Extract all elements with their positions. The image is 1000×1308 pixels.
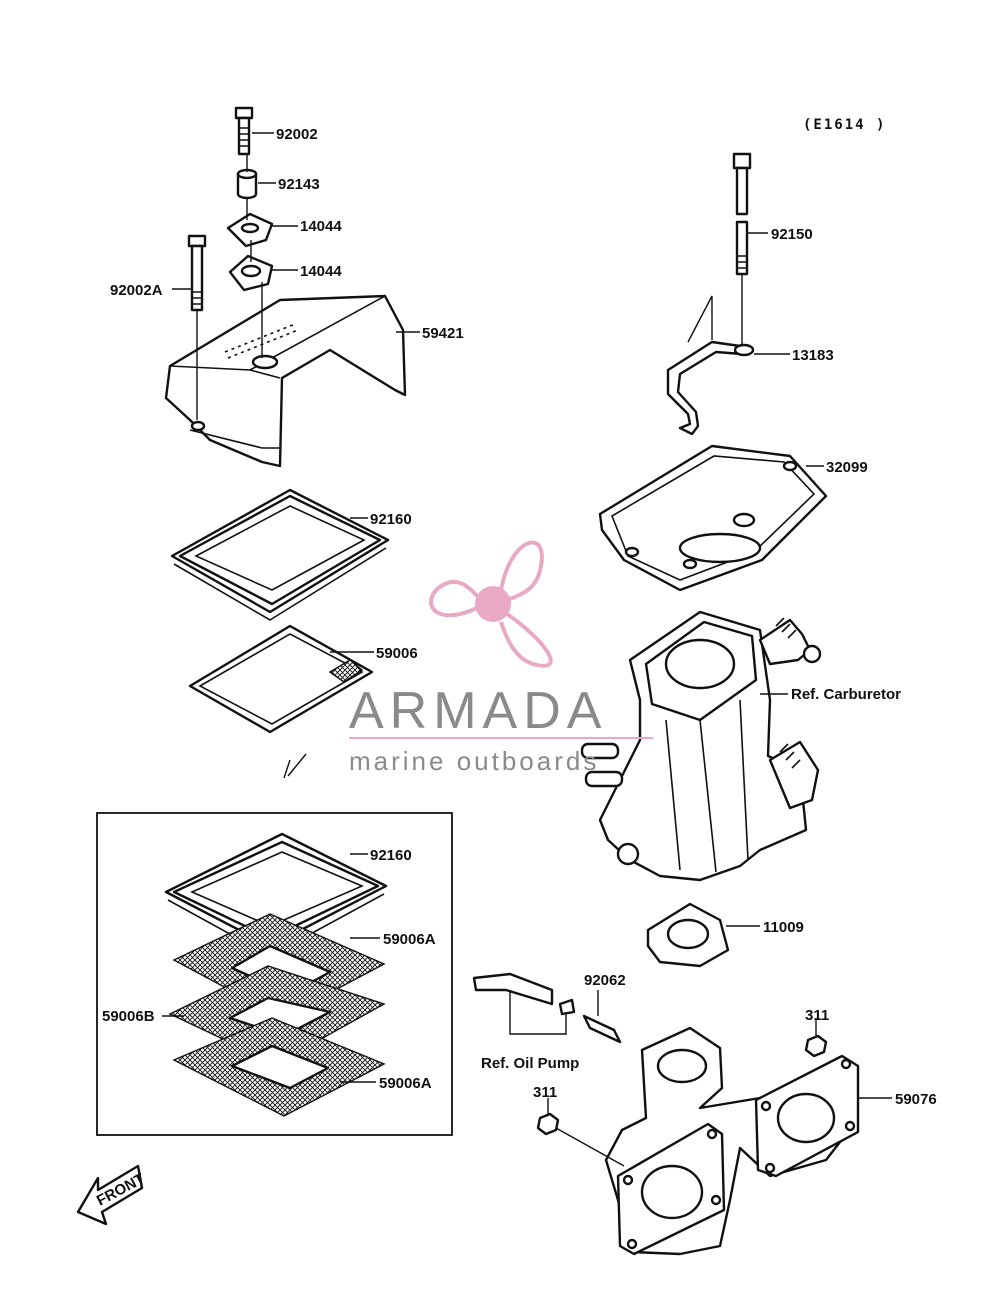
gasket-92160-b: [164, 832, 388, 957]
label-92002A: 92002A: [110, 282, 163, 299]
label-92160-a: 92160: [370, 511, 412, 528]
clamp-14044-a: [226, 212, 274, 248]
bolt-92002: [234, 106, 254, 156]
label-311-b: 311: [533, 1084, 557, 1101]
watermark: ARMADA marine outboards: [349, 540, 653, 776]
collar-92143: [236, 168, 258, 200]
manifold-59076: [604, 1026, 860, 1256]
label-13183: 13183: [792, 347, 834, 364]
clamp-14044-b: [228, 254, 274, 292]
watermark-tagline: marine outboards: [349, 746, 599, 776]
nut-311-b: [536, 1112, 625, 1167]
filter-59006: [188, 624, 374, 734]
screen-kit-box: [96, 812, 453, 1136]
nut-311-a: [804, 1034, 828, 1058]
label-59076: 59076: [895, 1091, 937, 1108]
screen-59006A-b: [172, 1017, 386, 1117]
check-mark: [283, 753, 307, 779]
labels: 92002 92143 14044 14044 92002A 59421 921…: [102, 117, 937, 1108]
label-311-a: 311: [805, 1007, 829, 1024]
cover-59421: [164, 294, 407, 468]
gasket-11009: [646, 902, 730, 968]
label-59006A-b: 59006A: [379, 1075, 432, 1092]
bowl-32099: [598, 444, 828, 592]
check-mark-right: [687, 295, 713, 343]
label-92143: 92143: [278, 176, 320, 193]
label-59421: 59421: [422, 325, 464, 342]
label-ref-carburetor: Ref. Carburetor: [791, 686, 901, 703]
watermark-brand: ARMADA: [349, 682, 607, 740]
label-14044-b: 14044: [300, 263, 342, 280]
label-59006: 59006: [376, 645, 418, 662]
propeller-icon: [429, 540, 553, 668]
fitting-92062: [582, 990, 622, 1044]
oil-pump-hose: [472, 972, 576, 1035]
diagram-code: (E1614 ): [803, 117, 886, 133]
bolt-92002A: [187, 234, 207, 312]
label-92062: 92062: [584, 972, 626, 989]
label-32099: 32099: [826, 459, 868, 476]
label-92160-b: 92160: [370, 847, 412, 864]
label-59006A-a: 59006A: [383, 931, 436, 948]
watermark-rule: [349, 737, 653, 739]
carburetor-body: [580, 610, 822, 882]
front-arrow: FRONT: [76, 1164, 148, 1226]
label-14044-a: 14044: [300, 218, 342, 235]
bolt-92150: [732, 152, 752, 276]
label-59006B: 59006B: [102, 1008, 155, 1025]
label-ref-oil-pump: Ref. Oil Pump: [481, 1055, 579, 1072]
bracket-13183: [666, 340, 755, 436]
label-11009: 11009: [763, 919, 804, 936]
label-92002: 92002: [276, 126, 318, 143]
gasket-92160-a: [170, 488, 390, 621]
label-92150: 92150: [771, 226, 813, 243]
